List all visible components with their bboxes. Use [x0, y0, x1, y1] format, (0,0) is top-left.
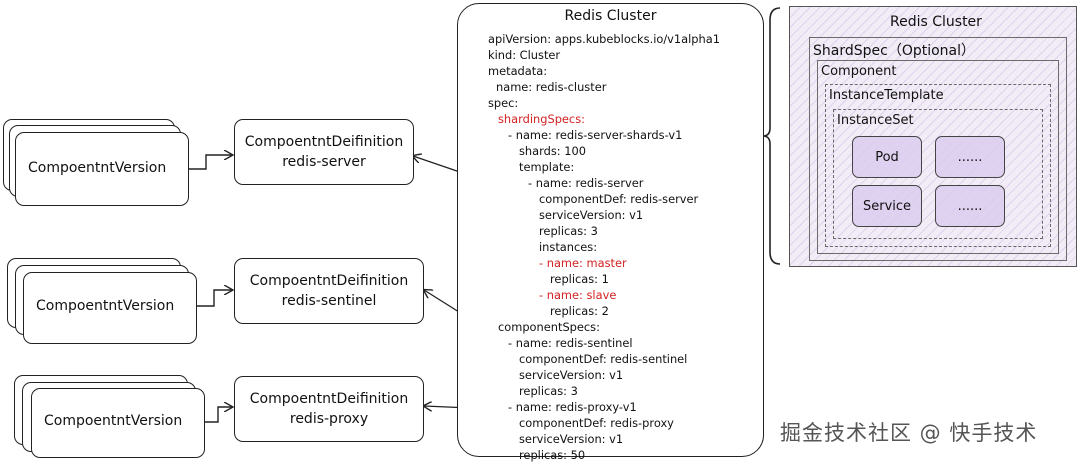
yaml-line-highlight: - name: slave — [539, 288, 617, 302]
yaml-line: apiVersion: apps.kubeblocks.io/v1alpha1 — [488, 32, 720, 46]
yaml-line: instances: — [539, 240, 598, 254]
definition-title: CompoentntDeifinition — [249, 273, 409, 289]
yaml-line: componentDef: redis-server — [539, 192, 699, 206]
component-label: Component — [821, 64, 897, 79]
component-definition-redis-sentinel: CompoentntDeifinition redis-sentinel — [234, 258, 424, 324]
yaml-panel-title: Redis Cluster — [564, 8, 657, 24]
yaml-line: shards: 100 — [519, 144, 586, 158]
component-version-label: CompoentntVersion — [36, 298, 175, 314]
yaml-line: serviceVersion: v1 — [519, 432, 624, 446]
yaml-line: spec: — [488, 96, 519, 110]
pod-more-cell: ...... — [935, 136, 1005, 178]
shardspec-container: ShardSpec（Optional） Component InstanceTe… — [809, 37, 1067, 261]
definition-title: CompoentntDeifinition — [244, 134, 404, 150]
yaml-line: - name: redis-sentinel — [508, 336, 633, 350]
definition-title: CompoentntDeifinition — [249, 391, 409, 407]
instance-template-label: InstanceTemplate — [829, 88, 944, 103]
component-version-card-server: CompoentntVersion — [15, 132, 189, 206]
yaml-line: serviceVersion: v1 — [519, 368, 624, 382]
hierarchy-title: Redis Cluster — [890, 14, 982, 30]
yaml-line: componentSpecs: — [498, 320, 600, 334]
yaml-line: replicas: 3 — [539, 224, 598, 238]
watermark: 掘金技术社区 @ 快手技术 — [780, 421, 1038, 445]
yaml-line: componentDef: redis-sentinel — [519, 352, 688, 366]
service-more-cell: ...... — [935, 185, 1005, 227]
cluster-yaml-panel: Redis Cluster apiVersion: apps.kubeblock… — [457, 3, 764, 462]
yaml-line: serviceVersion: v1 — [539, 208, 644, 222]
shardspec-label: ShardSpec（Optional） — [813, 43, 976, 59]
pod-cell: Pod — [852, 136, 922, 178]
yaml-line: - name: redis-proxy-v1 — [508, 400, 637, 414]
component-definition-redis-proxy: CompoentntDeifinition redis-proxy — [234, 376, 424, 442]
component-container: Component InstanceTemplate InstanceSet P… — [817, 60, 1059, 254]
component-version-card-sentinel: CompoentntVersion — [23, 272, 197, 344]
yaml-line: replicas: 2 — [550, 304, 609, 318]
definition-name: redis-proxy — [289, 411, 369, 427]
yaml-line: replicas: 1 — [550, 272, 609, 286]
yaml-line-highlight: - name: master — [539, 256, 627, 270]
component-version-label: CompoentntVersion — [44, 413, 183, 429]
component-version-label: CompoentntVersion — [28, 160, 167, 176]
yaml-line: name: redis-cluster — [496, 80, 607, 94]
instance-set-label: InstanceSet — [837, 113, 914, 128]
instance-template-container: InstanceTemplate InstanceSet Pod ...... … — [825, 84, 1051, 247]
yaml-line: kind: Cluster — [488, 48, 561, 62]
component-version-card-proxy: CompoentntVersion — [31, 388, 205, 458]
arrow-version-to-def-proxy — [204, 407, 232, 423]
service-cell: Service — [852, 185, 922, 227]
instance-set-container: InstanceSet Pod ...... Service ...... — [833, 109, 1043, 239]
arrow-version-to-def-server — [188, 155, 232, 170]
definition-name: redis-sentinel — [281, 293, 377, 309]
yaml-line: template: — [519, 160, 575, 174]
yaml-line: metadata: — [488, 64, 548, 78]
resource-hierarchy-panel: Redis Cluster ShardSpec（Optional） Compon… — [789, 6, 1077, 267]
component-definition-redis-server: CompoentntDeifinition redis-server — [234, 119, 414, 185]
yaml-line: replicas: 3 — [519, 384, 578, 398]
definition-name: redis-server — [282, 154, 366, 170]
yaml-line-highlight: shardingSpecs: — [498, 112, 585, 126]
curly-brace — [762, 7, 781, 265]
arrow-version-to-def-sentinel — [196, 290, 232, 307]
yaml-line: componentDef: redis-proxy — [519, 416, 674, 430]
yaml-line: replicas: 50 — [519, 448, 586, 462]
yaml-line: - name: redis-server-shards-v1 — [508, 128, 683, 142]
yaml-line: - name: redis-server — [528, 176, 644, 190]
